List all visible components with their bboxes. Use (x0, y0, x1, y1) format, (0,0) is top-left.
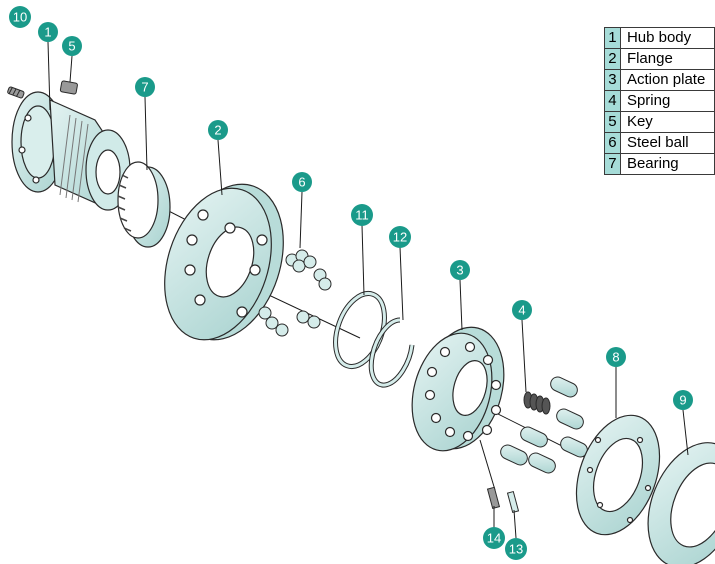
part-set-screw (7, 86, 25, 99)
callout-9: 9 (673, 390, 693, 410)
svg-text:12: 12 (393, 230, 407, 245)
svg-text:4: 4 (518, 303, 525, 318)
svg-text:7: 7 (141, 80, 148, 95)
callout-14: 14 (483, 527, 505, 549)
part-lock-washer (575, 414, 661, 536)
part-steel-balls (258, 249, 332, 337)
svg-text:6: 6 (298, 175, 305, 190)
svg-text:9: 9 (679, 393, 686, 408)
svg-text:10: 10 (13, 10, 27, 25)
callout-4: 4 (512, 300, 532, 320)
svg-text:11: 11 (355, 208, 369, 223)
callout-2: 2 (208, 120, 228, 140)
callout-10: 10 (9, 6, 31, 28)
callouts: 10 1 5 7 2 6 11 12 3 4 8 9 14 13 (9, 6, 693, 560)
callout-5: 5 (62, 36, 82, 56)
callout-11: 11 (351, 204, 373, 226)
part-bearing (117, 161, 171, 248)
part-hub-body (11, 91, 131, 211)
callout-leader-lines (47, 41, 689, 539)
callout-6: 6 (292, 172, 312, 192)
callout-12: 12 (389, 226, 411, 248)
callout-1: 1 (38, 22, 58, 42)
callout-3: 3 (450, 260, 470, 280)
svg-text:5: 5 (68, 39, 75, 54)
part-flange (164, 183, 284, 341)
part-springs (500, 376, 588, 474)
svg-text:8: 8 (612, 350, 619, 365)
svg-text:14: 14 (487, 531, 501, 546)
part-key (59, 80, 78, 95)
part-action-plate (411, 326, 505, 452)
svg-text:13: 13 (509, 542, 523, 557)
callout-7: 7 (135, 77, 155, 97)
svg-text:3: 3 (456, 263, 463, 278)
callout-13: 13 (505, 538, 527, 560)
part-snap-ring (368, 317, 415, 388)
svg-text:2: 2 (214, 123, 221, 138)
svg-text:1: 1 (44, 25, 51, 40)
part-pins (486, 486, 520, 514)
callout-8: 8 (606, 347, 626, 367)
